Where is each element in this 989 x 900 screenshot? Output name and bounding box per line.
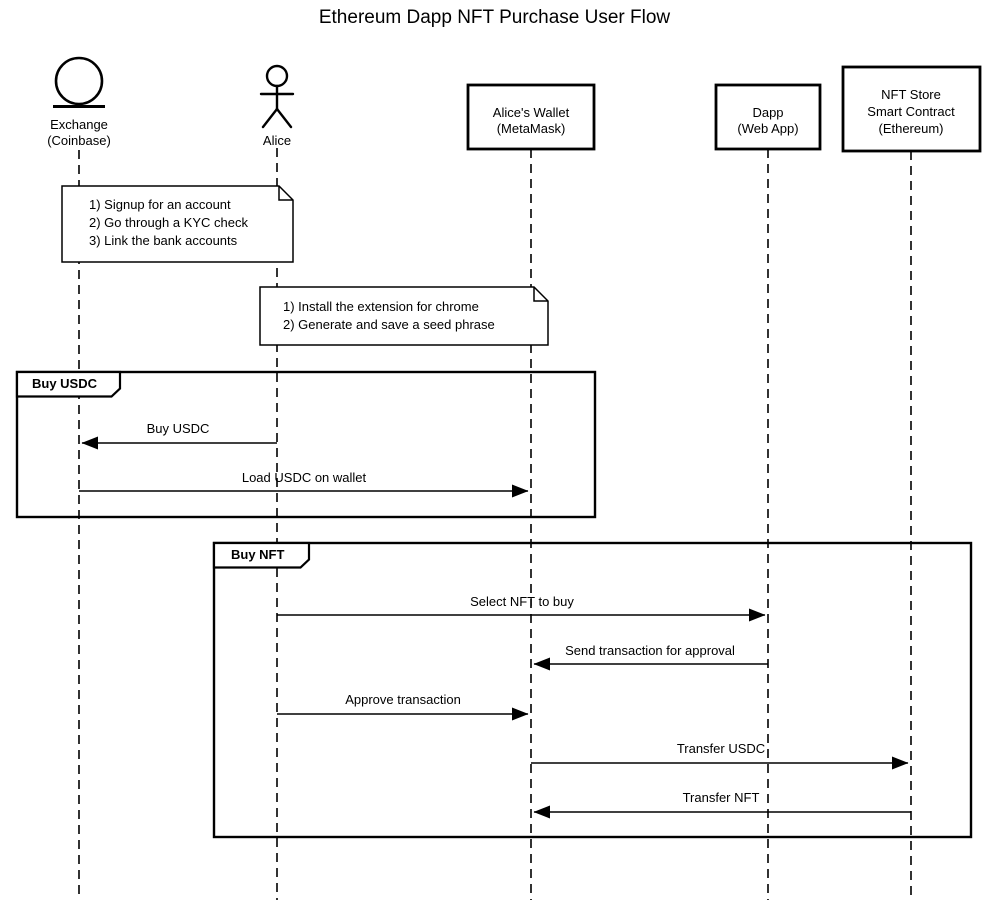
fragment-frame-buy-usdc xyxy=(15,370,597,519)
note-line: 2) Go through a KYC check xyxy=(89,215,248,230)
fragment-tab-buy-usdc xyxy=(15,370,122,398)
message-label-send-transaction: Send transaction for approval xyxy=(565,643,735,658)
message-label-transfer-nft: Transfer NFT xyxy=(682,790,760,805)
participant-sublabel-dapp: (Web App) xyxy=(737,121,799,136)
participant-box-wallet xyxy=(466,83,596,151)
participant-sublabel-nft-store: Smart Contract xyxy=(867,104,955,119)
message-label-approve-transaction: Approve transaction xyxy=(345,692,461,707)
note-wallet-steps xyxy=(259,286,549,346)
note-line: 1) Install the extension for chrome xyxy=(283,299,479,314)
fragment-label-buy-usdc: Buy USDC xyxy=(32,376,98,391)
participant-label-nft-store: NFT Store xyxy=(881,87,941,102)
participant-sublabel-exchange: (Coinbase) xyxy=(47,133,111,148)
participant-sublabel2-nft-store: (Ethereum) xyxy=(878,121,944,136)
message-label-transfer-usdc: Transfer USDC xyxy=(676,741,766,756)
message-label-select-nft: Select NFT to buy xyxy=(470,594,574,609)
fragment-tab-buy-nft xyxy=(212,541,311,569)
fragment-label-buy-nft: Buy NFT xyxy=(231,547,285,562)
note-exchange-steps xyxy=(61,185,294,263)
participant-label-exchange: Exchange xyxy=(50,117,108,132)
diagram-title: Ethereum Dapp NFT Purchase User Flow xyxy=(318,7,671,28)
participant-label-alice: Alice xyxy=(262,133,292,148)
note-line: 3) Link the bank accounts xyxy=(89,233,238,248)
message-label-buy-usdc: Buy USDC xyxy=(146,421,210,436)
entity-icon xyxy=(53,56,105,108)
participant-sublabel-wallet: (MetaMask) xyxy=(496,121,566,136)
participant-box-dapp xyxy=(714,83,822,151)
participant-box-nft-store xyxy=(841,65,982,153)
participant-label-dapp: Dapp xyxy=(752,105,784,120)
actor-icon xyxy=(259,64,295,129)
note-line: 1) Signup for an account xyxy=(89,197,231,212)
participant-label-wallet: Alice's Wallet xyxy=(492,105,570,120)
fragment-frame-buy-nft xyxy=(212,541,973,839)
note-line: 2) Generate and save a seed phrase xyxy=(283,317,495,332)
message-label-load-usdc: Load USDC on wallet xyxy=(241,470,367,485)
